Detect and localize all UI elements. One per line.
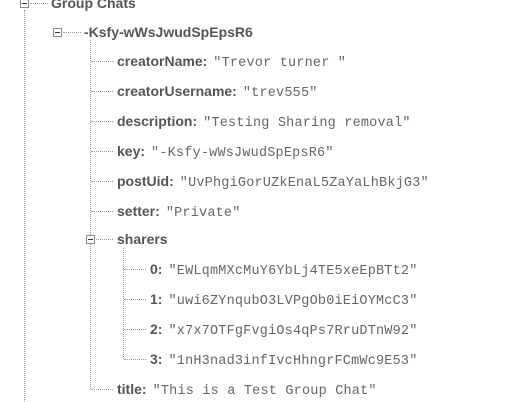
field-row[interactable]: setter:"Private" — [117, 203, 241, 221]
field-key: key — [117, 143, 141, 159]
field-row[interactable]: key:"-Ksfy-wWsJwudSpEpsR6" — [117, 143, 334, 161]
sharer-row[interactable]: 3:"1nH3nad3infIvcHhngrFCmWc9E53" — [150, 351, 418, 369]
sharer-row[interactable]: 1:"uwi6ZYnqubO3LVPgOb0iEiOYMcC3" — [150, 291, 418, 309]
tree-connector — [124, 299, 146, 300]
tree-node-root[interactable]: Group Chats — [51, 0, 136, 13]
sharer-row[interactable]: 0:"EWLqmMXcMuY6YbLj4TE5xeEpBTt2" — [150, 261, 418, 279]
node-label: sharers — [117, 231, 168, 247]
sharer-index: 2 — [150, 321, 158, 337]
sharer-value[interactable]: "EWLqmMXcMuY6YbLj4TE5xeEpBTt2" — [168, 264, 418, 279]
sharer-value[interactable]: "uwi6ZYnqubO3LVPgOb0iEiOYMcC3" — [168, 294, 418, 309]
node-label: -Ksfy-wWsJwudSpEpsR6 — [84, 24, 253, 40]
tree-connector — [91, 211, 113, 212]
tree-connector — [124, 329, 146, 330]
field-row[interactable]: creatorName:"Trevor turner " — [117, 53, 347, 71]
tree-connector — [63, 32, 81, 33]
node-label: Group Chats — [51, 0, 136, 11]
sharer-index: 1 — [150, 291, 158, 307]
tree-node-chat[interactable]: -Ksfy-wWsJwudSpEpsR6 — [84, 22, 253, 42]
tree-connector — [91, 121, 113, 122]
field-value[interactable]: "UvPhgiGorUZkEnaL5ZaYaLhBkjG3" — [179, 176, 429, 191]
tree-connector — [90, 40, 91, 389]
tree-connector — [91, 181, 113, 182]
field-row[interactable]: description:"Testing Sharing removal" — [117, 113, 411, 131]
sharer-row[interactable]: 2:"x7x7OTFgFvgiOs4qPs7RruDTnW92" — [150, 321, 418, 339]
field-value[interactable]: "This is a Test Group Chat" — [152, 384, 377, 399]
field-value[interactable]: "Trevor turner " — [213, 56, 347, 71]
field-key: postUid — [117, 173, 170, 189]
tree-connector — [124, 359, 146, 360]
tree-connector — [123, 248, 124, 359]
tree-connector — [91, 151, 113, 152]
collapse-icon[interactable] — [20, 0, 29, 8]
tree-connector — [91, 389, 113, 390]
tree-connector — [96, 239, 113, 240]
field-row[interactable]: creatorUsername:"trev555" — [117, 83, 318, 101]
tree-connector — [124, 269, 146, 270]
tree-connector — [24, 10, 25, 402]
tree-node-sharers[interactable]: sharers — [117, 229, 168, 249]
field-row[interactable]: postUid:"UvPhgiGorUZkEnaL5ZaYaLhBkjG3" — [117, 173, 429, 191]
field-value[interactable]: "Testing Sharing removal" — [203, 116, 411, 131]
tree-connector — [91, 91, 113, 92]
field-key: creatorName — [117, 53, 203, 69]
sharer-value[interactable]: "x7x7OTFgFvgiOs4qPs7RruDTnW92" — [168, 324, 418, 339]
tree-connector — [30, 3, 48, 4]
sharer-index: 0 — [150, 261, 158, 277]
field-value[interactable]: "-Ksfy-wWsJwudSpEpsR6" — [151, 146, 334, 161]
field-key: description — [117, 113, 193, 129]
collapse-icon[interactable] — [86, 235, 95, 244]
field-row[interactable]: title:"This is a Test Group Chat" — [117, 381, 377, 399]
field-key: title — [117, 381, 142, 397]
field-value[interactable]: "Private" — [165, 206, 241, 221]
field-key: setter — [117, 203, 156, 219]
sharer-value[interactable]: "1nH3nad3infIvcHhngrFCmWc9E53" — [168, 354, 418, 369]
field-key: creatorUsername — [117, 83, 233, 99]
sharer-index: 3 — [150, 351, 158, 367]
tree-connector — [91, 61, 113, 62]
field-value[interactable]: "trev555" — [242, 86, 318, 101]
collapse-icon[interactable] — [53, 28, 62, 37]
